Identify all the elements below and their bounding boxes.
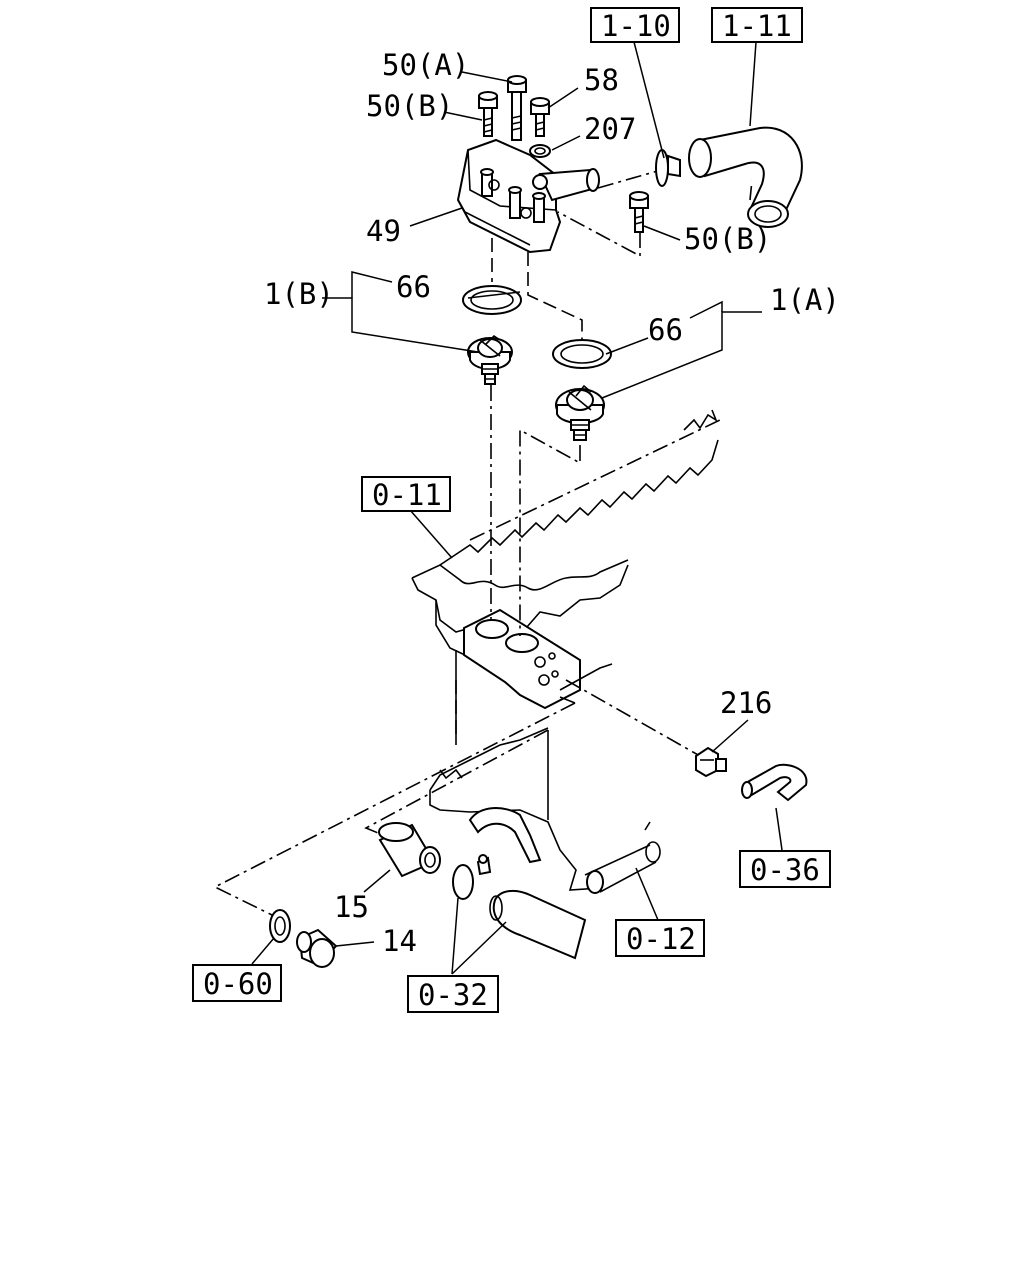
ref-label-1-11: 1-11 [722, 9, 792, 43]
thermostat-1a [555, 384, 605, 441]
gasket-66-right [552, 339, 612, 369]
thermostat-1b [467, 334, 513, 385]
ref-box-0-11[interactable]: 0-11 [361, 476, 451, 512]
assembly-guide-lines [213, 167, 701, 916]
ref-box-0-12[interactable]: 0-12 [615, 919, 705, 957]
label-washer-207: 207 [584, 112, 636, 146]
ref-box-0-60[interactable]: 0-60 [192, 964, 282, 1002]
ref-label-0-12: 0-12 [626, 922, 696, 956]
ref-box-1-10[interactable]: 1-10 [590, 7, 680, 43]
bolt-50b-top [478, 91, 498, 137]
sensor-15 [378, 822, 441, 878]
label-sensor-15: 15 [334, 890, 369, 924]
leader-lines [251, 41, 783, 975]
lower-hose [489, 889, 587, 960]
washer-207 [529, 144, 551, 158]
bolt-58 [530, 97, 550, 137]
hose-clamp [655, 149, 681, 187]
label-bolt-50b-top: 50(B) [366, 89, 453, 123]
label-plug-14: 14 [382, 924, 417, 958]
ref-label-0-11: 0-11 [372, 478, 442, 512]
cylinder-head-outline [411, 409, 721, 894]
label-thermostat-1b: 1(B) [264, 277, 334, 311]
thermostat-housing [456, 138, 600, 254]
label-fitting-216: 216 [720, 686, 772, 720]
upper-radiator-hose [688, 126, 803, 228]
ref-label-1-10: 1-10 [601, 9, 671, 43]
ref-box-0-36[interactable]: 0-36 [739, 850, 831, 888]
bolt-50b-right [629, 191, 649, 233]
label-bolt-58: 58 [584, 63, 619, 97]
fitting-216 [695, 746, 727, 778]
ref-label-0-60: 0-60 [203, 967, 273, 1001]
ref-label-0-32: 0-32 [418, 978, 488, 1012]
label-bolt-50a: 50(A) [382, 48, 469, 82]
plug-14 [296, 928, 338, 968]
hose-clamp-lower [452, 854, 492, 900]
gasket-0-60 [269, 909, 291, 943]
gasket-66-left [462, 285, 522, 315]
ref-box-1-11[interactable]: 1-11 [711, 7, 803, 43]
bypass-hose [741, 763, 808, 802]
label-housing-49: 49 [366, 214, 401, 248]
ref-label-0-36: 0-36 [750, 853, 820, 887]
label-gasket-66-left: 66 [396, 270, 431, 304]
label-thermostat-1a: 1(A) [770, 283, 840, 317]
label-gasket-66-right: 66 [648, 313, 683, 347]
label-bolt-50b-right: 50(B) [684, 222, 771, 256]
bolt-50a [507, 75, 527, 141]
ref-box-0-32[interactable]: 0-32 [407, 975, 499, 1013]
